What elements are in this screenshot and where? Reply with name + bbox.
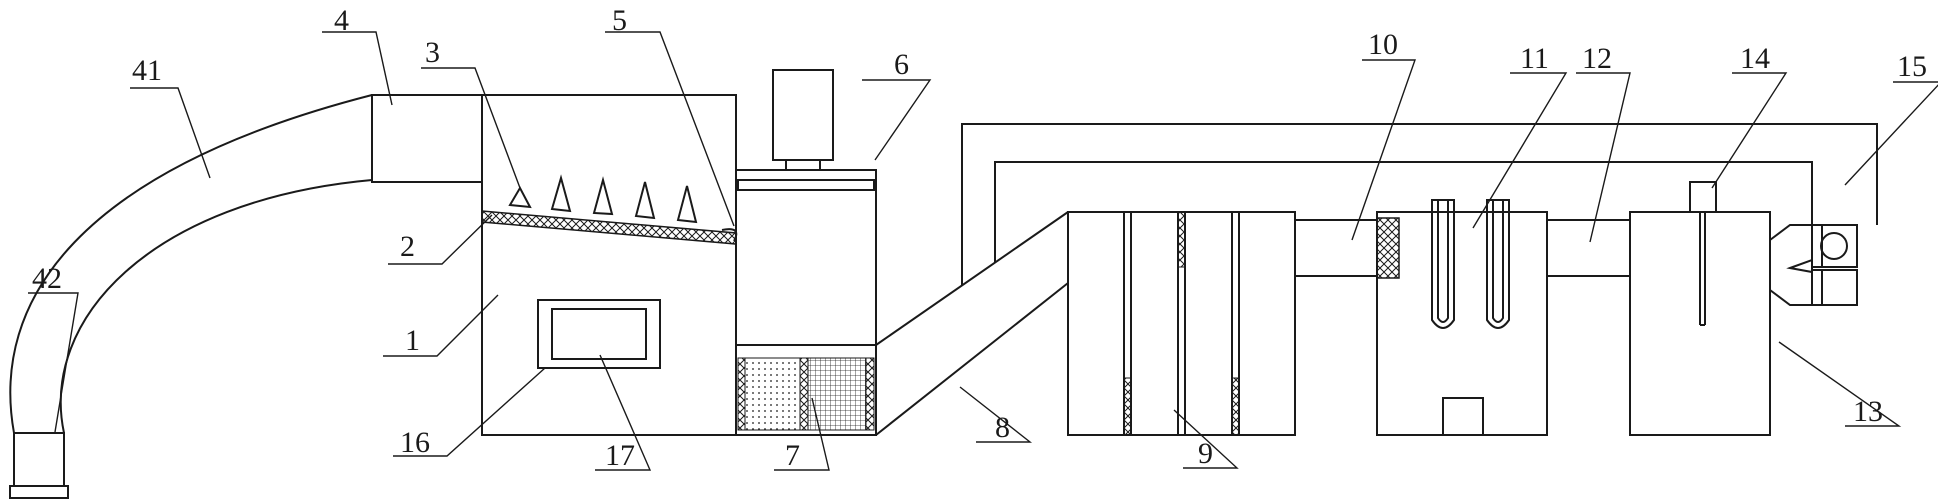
label-9: 9 xyxy=(1198,437,1213,470)
label-4: 4 xyxy=(334,4,349,37)
label-6: 6 xyxy=(894,48,909,81)
leader-lines xyxy=(28,31,1938,471)
heater-tank xyxy=(1376,199,1548,436)
fan-assembly xyxy=(1769,224,1858,306)
label-14: 14 xyxy=(1740,42,1770,75)
label-15: 15 xyxy=(1897,50,1927,83)
label-7: 7 xyxy=(785,439,800,472)
filter-section xyxy=(735,344,877,436)
callout-labels: 41 42 4 3 5 6 2 1 16 17 7 8 9 10 11 12 1… xyxy=(32,4,1927,472)
label-5: 5 xyxy=(612,4,627,37)
label-3: 3 xyxy=(425,36,440,69)
label-11: 11 xyxy=(1520,42,1549,75)
connecting-pipe-b xyxy=(1546,219,1631,277)
label-8: 8 xyxy=(995,411,1010,444)
label-17: 17 xyxy=(605,439,635,472)
inspection-window-glass xyxy=(551,308,647,360)
probe xyxy=(1689,181,1717,326)
screen-spikes xyxy=(508,174,698,224)
label-12: 12 xyxy=(1582,42,1612,75)
label-2: 2 xyxy=(400,230,415,263)
scrubber-tank xyxy=(1067,211,1296,436)
motor-chamber xyxy=(735,69,877,346)
label-10: 10 xyxy=(1368,28,1398,61)
label-1: 1 xyxy=(405,324,420,357)
inclined-screen xyxy=(481,210,737,245)
duct-connector xyxy=(371,94,483,183)
inlet-flange xyxy=(9,432,69,499)
return-pipe xyxy=(961,123,1878,286)
connecting-pipe-a xyxy=(1294,219,1378,277)
label-16: 16 xyxy=(400,426,430,459)
label-41: 41 xyxy=(132,54,162,87)
pipe-filter-block xyxy=(1376,217,1400,279)
inspection-window-frame xyxy=(537,299,661,369)
label-42: 42 xyxy=(32,262,62,295)
label-13: 13 xyxy=(1853,395,1883,428)
inclined-duct xyxy=(875,211,1069,436)
main-chamber xyxy=(481,94,737,436)
curved-suction-duct xyxy=(9,94,373,434)
